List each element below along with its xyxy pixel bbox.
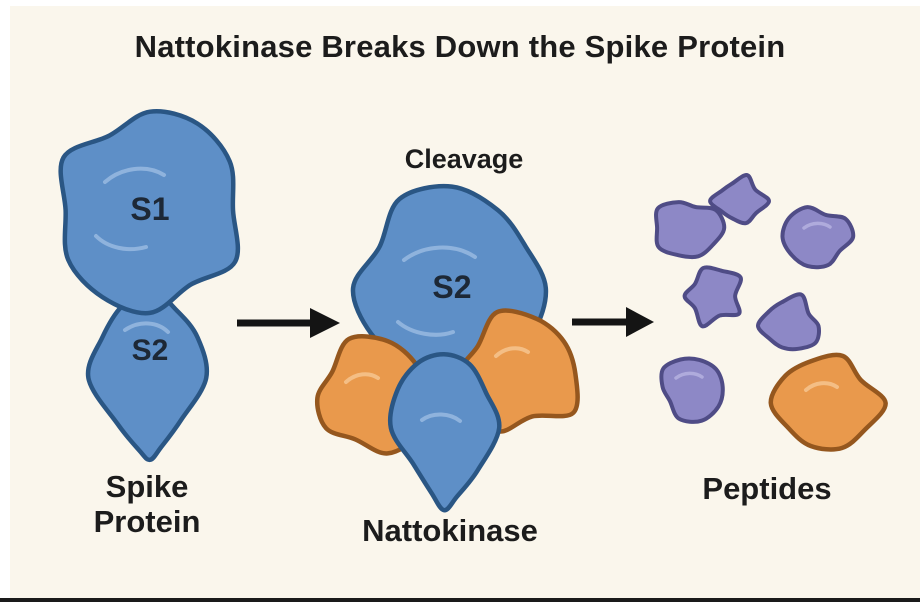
- spike-s1-label: S1: [130, 191, 170, 227]
- nattokinase-s2-highlight-line-2: [396, 320, 455, 337]
- nattokinase-group: [314, 183, 580, 513]
- spike-s1-blob: [58, 109, 241, 316]
- peptide-blob-3-highlight: [802, 221, 832, 230]
- peptide-blob-orange: [768, 352, 888, 452]
- peptide-blob-1: [654, 200, 727, 260]
- spike-s1-highlight-line: [103, 166, 166, 184]
- peptide-blob-3: [780, 205, 856, 270]
- peptide-blob-2: [708, 173, 771, 226]
- spike-s2-label: S2: [131, 334, 169, 367]
- nattokinase-stem-highlight-line: [420, 412, 462, 423]
- nattokinase-enzyme-left-highlight: [344, 372, 380, 384]
- nattokinase-s2-highlight-line: [402, 245, 477, 262]
- reaction-arrow-right-head: [626, 307, 654, 337]
- spike-s2-highlight-line: [123, 321, 170, 334]
- cleavage-annotation: Cleavage: [404, 144, 524, 174]
- reaction-arrow-right: [572, 307, 654, 337]
- spike-protein-group: [58, 109, 241, 463]
- diagram-title: Nattokinase Breaks Down the Spike Protei…: [134, 29, 786, 64]
- reaction-arrow-left: [237, 308, 340, 338]
- peptide-blob-6: [659, 356, 725, 424]
- peptide-blob-5: [756, 292, 821, 352]
- spike-protein-caption: Spike Protein: [93, 469, 201, 539]
- nattokinase-enzyme-right-highlight: [494, 346, 530, 358]
- peptide-blob-6-highlight: [674, 371, 704, 380]
- peptides-caption: Peptides: [702, 471, 832, 506]
- nattokinase-caption: Nattokinase: [362, 513, 538, 548]
- peptide-blob-orange-highlight: [804, 381, 839, 392]
- nattokinase-stem-blob: [387, 352, 502, 513]
- spike-s2-blob: [85, 286, 210, 463]
- reaction-arrow-left-head: [310, 308, 340, 338]
- bottom-border-line: [0, 598, 920, 602]
- peptides-group: [654, 173, 888, 452]
- spike-s1-highlight-line-2: [94, 234, 148, 252]
- peptide-blob-4: [682, 265, 743, 329]
- nattokinase-s2-label: S2: [432, 269, 472, 305]
